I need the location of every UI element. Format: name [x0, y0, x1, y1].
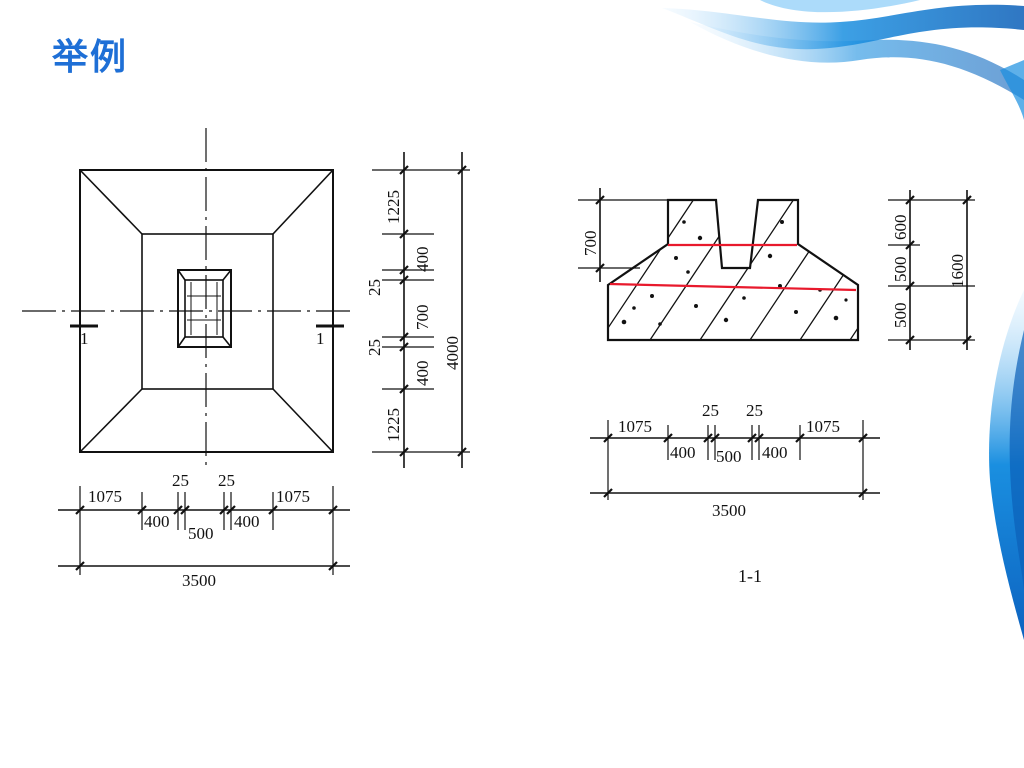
- section-dim-1075-left: 1075: [618, 417, 652, 436]
- plan-dim-1075-left: 1075: [88, 487, 122, 506]
- plan-dim-500: 500: [188, 524, 214, 543]
- plan-dim-400-right: 400: [234, 512, 260, 531]
- plan-section-mark-left-label: 1: [80, 329, 89, 348]
- plan-dim-1225-bottom: 1225: [384, 408, 403, 442]
- plan-dim-25-left: 25: [172, 471, 189, 490]
- section-dim-500-upper: 500: [891, 257, 910, 283]
- plan-dim-1225-top: 1225: [384, 190, 403, 224]
- plan-dim-25-bottom: 25: [365, 339, 384, 356]
- section-view-label: 1-1: [738, 566, 762, 586]
- section-outline: [606, 198, 860, 342]
- plan-section-mark-right-label: 1: [316, 329, 325, 348]
- plan-dim-25-top: 25: [365, 279, 384, 296]
- section-dim-25-right: 25: [746, 401, 763, 420]
- section-dim-500-lower: 500: [891, 303, 910, 329]
- plan-dim-400-left: 400: [144, 512, 170, 531]
- section-dim-25-left: 25: [702, 401, 719, 420]
- section-dim-600: 600: [891, 215, 910, 241]
- plan-dim-400-top: 400: [413, 247, 432, 273]
- section-dim-1600: 1600: [948, 254, 967, 288]
- plan-socket-inner: [184, 279, 224, 338]
- section-dim-400-left: 400: [670, 443, 696, 462]
- section-dim-500: 500: [716, 447, 742, 466]
- section-view: [578, 188, 975, 500]
- plan-view: [22, 128, 470, 575]
- section-dim-1075-right: 1075: [806, 417, 840, 436]
- section-dim-700: 700: [581, 231, 600, 257]
- section-cut-line-lower: [609, 282, 857, 292]
- plan-dim-total-height: 4000: [443, 336, 462, 370]
- slide-title: 举例: [52, 37, 129, 78]
- plan-dim-1075-right: 1075: [276, 487, 310, 506]
- plan-dim-700: 700: [413, 305, 432, 331]
- plan-dim-25-right: 25: [218, 471, 235, 490]
- section-dim-total-width: 3500: [712, 501, 746, 520]
- plan-dim-400-bottom: 400: [413, 361, 432, 387]
- plan-dim-total-width: 3500: [182, 571, 216, 590]
- plan-socket-outer: [177, 269, 232, 348]
- section-dim-400-right: 400: [762, 443, 788, 462]
